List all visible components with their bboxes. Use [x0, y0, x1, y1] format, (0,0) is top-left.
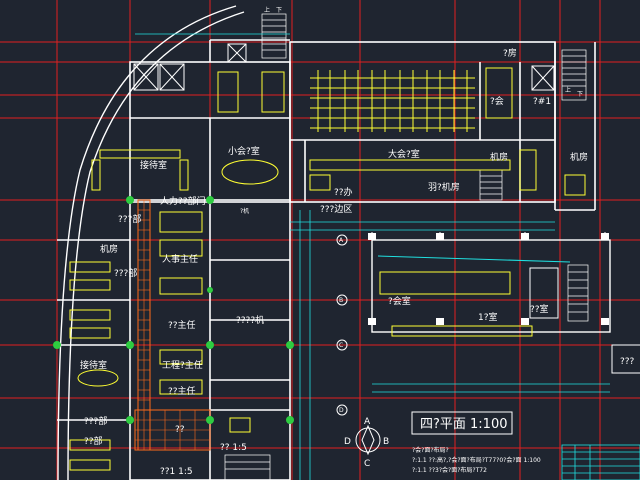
label-machine3: 机房: [100, 243, 118, 255]
compass-c: C: [364, 459, 370, 469]
compass-symbol: [355, 424, 381, 456]
label-office-b: 羽?机房: [428, 181, 460, 193]
label-office-a: ??办: [334, 186, 353, 198]
label-up1: 上: [264, 6, 270, 14]
note-2: ?:1.1 ??:高?,?会?面?布局?T77?0?会?面 1:100: [412, 456, 541, 464]
corridor-hatch: [134, 199, 211, 451]
curved-facade: [57, 5, 245, 480]
label-bottom-b: ?? 1:5: [220, 443, 247, 453]
label-up2: 上: [565, 86, 571, 94]
side-box-label: ???: [620, 357, 635, 367]
note-3: ?:1.1 ??3?会?面?布局?T72: [412, 466, 487, 474]
compass-a: A: [364, 417, 371, 427]
label-reception2: 接待室: [80, 359, 107, 371]
label-reception: 接待室: [140, 159, 167, 171]
label-dept3: ??部: [84, 435, 103, 447]
elevator-shafts: [133, 43, 555, 91]
axis-label-c: C: [339, 342, 343, 349]
axis-label-d: D: [339, 407, 344, 414]
label-dept2: ???部: [118, 213, 141, 225]
columns: [53, 196, 294, 424]
label-misc1: ?会: [490, 95, 504, 107]
note-1: ?会?面?布局?: [412, 446, 449, 454]
label-misc3: ??: [175, 425, 185, 435]
auditorium-seats: [309, 67, 513, 171]
title-box: [411, 411, 513, 435]
strip-plan: [368, 232, 611, 393]
label-hr-director: 人事主任: [162, 253, 198, 265]
stairs: [224, 13, 589, 480]
side-box: [611, 344, 640, 374]
furniture: [69, 71, 586, 471]
label-meeting-big: 大会?室: [388, 148, 420, 160]
label-machine1: 机房: [490, 151, 508, 163]
label-open-office: ????机: [236, 314, 264, 326]
label-dept1: ???部: [114, 267, 137, 279]
label-strip-c: ??室: [530, 303, 549, 315]
label-misc2: ?机: [240, 207, 249, 215]
compass-b: B: [383, 437, 389, 447]
drawing-title: 四?平面 1:100: [420, 417, 508, 432]
compass-d: D: [344, 437, 351, 447]
label-down2: 下: [577, 91, 583, 98]
label-dept6: ??主任: [168, 385, 196, 397]
label-strip-a: ?会室: [388, 295, 411, 307]
label-zone: ???边区: [320, 204, 352, 215]
axis-label-b: B: [339, 297, 343, 304]
label-down1: 下: [276, 7, 282, 14]
axis-bubbles: [336, 234, 348, 416]
label-eng-director: 工程?主任: [162, 359, 203, 371]
label-dept5: ??主任: [168, 319, 196, 331]
label-shi-right: ?#1: [533, 97, 551, 107]
label-bottom-a: ??1 1:5: [160, 467, 193, 477]
label-strip-b: 1?室: [478, 311, 498, 323]
title-block: [561, 444, 640, 480]
axis-label-a: A: [339, 237, 344, 244]
label-hr-office: 人力??部门: [160, 195, 206, 207]
label-fang-top: ?房: [503, 47, 517, 59]
label-dept4: ???部: [84, 415, 107, 427]
dimension-lines: [135, 33, 555, 480]
label-meeting-small: 小会?室: [228, 145, 260, 157]
label-machine2: 机房: [570, 151, 588, 163]
